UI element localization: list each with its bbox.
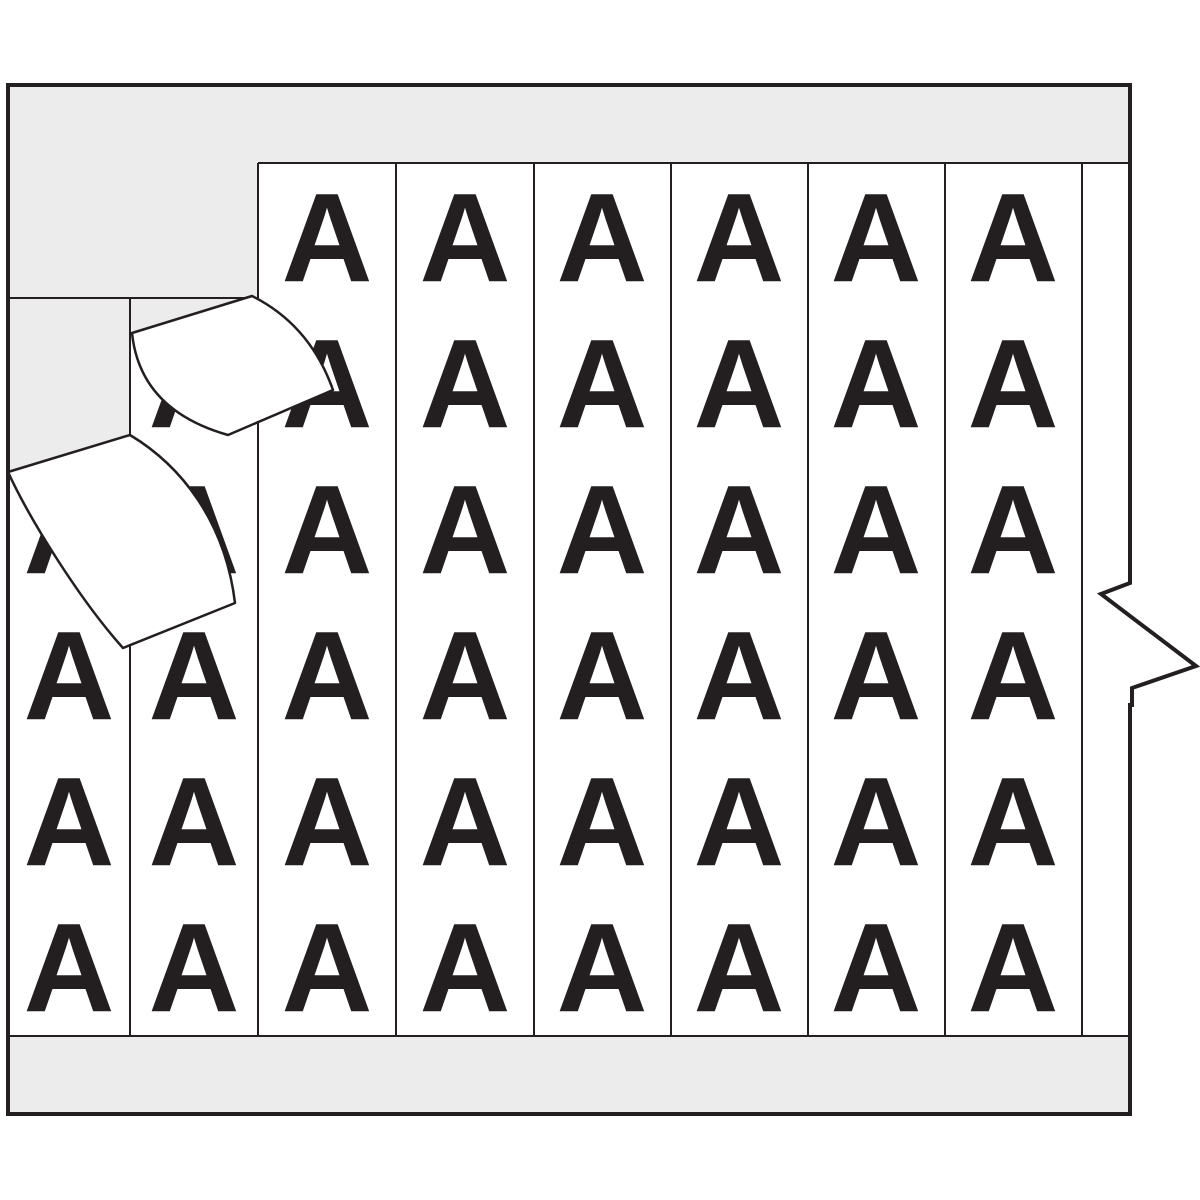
liner-top-band (8, 85, 1130, 298)
marker-letter: A (831, 459, 922, 600)
peeled-label-upper (130, 294, 335, 437)
marker-letter: A (831, 605, 922, 746)
marker-letter: A (968, 605, 1059, 746)
marker-letter: A (282, 605, 373, 746)
marker-letter: A (24, 751, 115, 892)
marker-letter: A (24, 897, 115, 1038)
marker-letter: A (557, 605, 648, 746)
marker-letter: A (149, 897, 240, 1038)
marker-letter: A (831, 897, 922, 1038)
marker-letter: A (694, 167, 785, 308)
marker-letter: A (968, 459, 1059, 600)
marker-letter: A (968, 313, 1059, 454)
marker-letter: A (694, 751, 785, 892)
marker-letter: A (557, 167, 648, 308)
marker-letter: A (831, 167, 922, 308)
marker-letter: A (24, 605, 115, 746)
marker-letter: A (694, 897, 785, 1038)
marker-letter: A (282, 167, 373, 308)
marker-letter: A (831, 751, 922, 892)
card-outline-with-pull-tab (6, 83, 1200, 1116)
peeled-labels (6, 294, 335, 650)
liner-column1-peeled-area (8, 298, 130, 472)
peeled-label-lower (6, 433, 237, 650)
liner-bottom-band (8, 1036, 1130, 1114)
marker-letter: A (282, 459, 373, 600)
marker-letter: A (420, 167, 511, 308)
marker-letter: A (694, 605, 785, 746)
marker-letter: A (968, 751, 1059, 892)
marker-letter: A (968, 167, 1059, 308)
marker-letter: A (557, 751, 648, 892)
marker-letter: A (420, 313, 511, 454)
marker-letter: A (420, 751, 511, 892)
marker-letter: A (282, 751, 373, 892)
marker-letter: A (968, 897, 1059, 1038)
marker-letter: A (420, 459, 511, 600)
letter-grid: AAAAAAAAAAAAAAAAAAAAAAAAAAAAAAAAAAAAAAAA… (24, 167, 1059, 1038)
marker-letter: A (831, 313, 922, 454)
marker-letter: A (149, 751, 240, 892)
marker-letter: A (694, 313, 785, 454)
marker-letter: A (694, 459, 785, 600)
marker-letter: A (557, 459, 648, 600)
marker-letter: A (557, 313, 648, 454)
marker-letter: A (282, 897, 373, 1038)
marker-letter: A (420, 897, 511, 1038)
marker-letter: A (557, 897, 648, 1038)
marker-letter: A (420, 605, 511, 746)
